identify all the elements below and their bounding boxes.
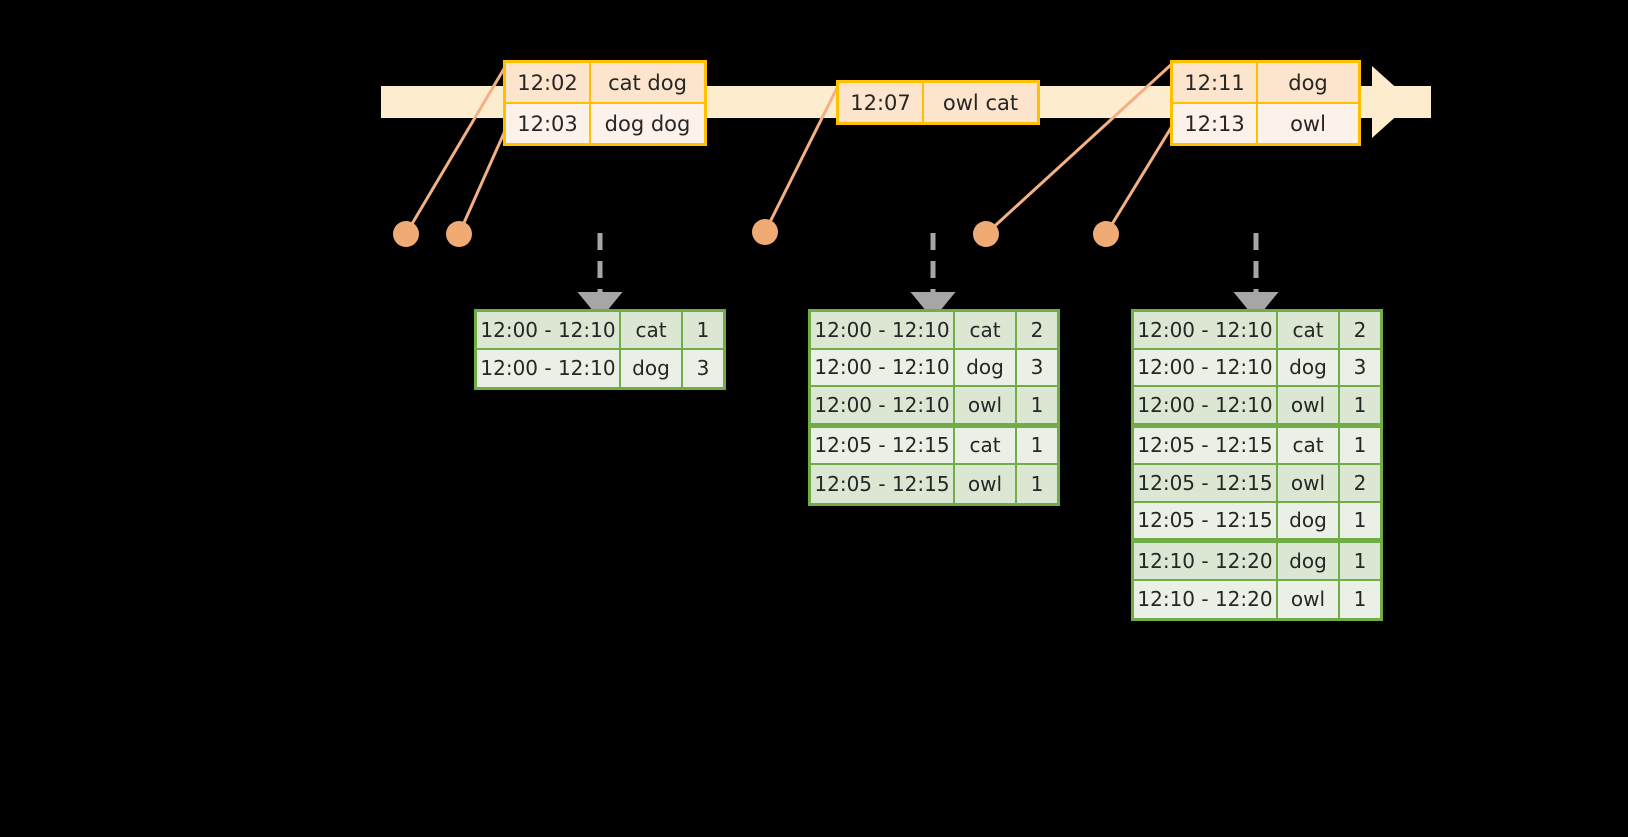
event-timestamp: 12:03 [506, 104, 591, 143]
cell-count: 2 [1340, 465, 1380, 503]
cell-key: cat [1278, 427, 1340, 465]
cell-count: 1 [1340, 580, 1380, 618]
cell-key: dog [1278, 502, 1340, 540]
cell-count: 3 [1340, 349, 1380, 387]
event-timestamp: 12:07 [839, 83, 924, 122]
cell-window: 12:00 - 12:10 [1134, 387, 1278, 425]
event-payload: owl cat [924, 83, 1037, 122]
connector-line-5 [1104, 122, 1176, 235]
cell-count: 3 [683, 349, 723, 387]
cell-count: 1 [1340, 543, 1380, 581]
event-timestamp: 12:02 [506, 63, 591, 102]
cell-count: 1 [683, 312, 723, 350]
cell-key: dog [621, 349, 683, 387]
event-payload: cat dog [591, 63, 704, 102]
cell-key: owl [955, 387, 1017, 425]
cell-window: 12:05 - 12:15 [1134, 502, 1278, 540]
cell-window: 12:00 - 12:10 [811, 312, 955, 350]
timeline-arrow-head [1372, 66, 1412, 138]
cell-key: owl [1278, 465, 1340, 503]
cell-window: 12:05 - 12:15 [811, 465, 955, 503]
event-payload: owl [1258, 104, 1358, 143]
cell-window: 12:00 - 12:10 [477, 312, 621, 350]
cell-count: 1 [1340, 427, 1380, 465]
cell-window: 12:10 - 12:20 [1134, 580, 1278, 618]
event-timestamp: 12:13 [1173, 104, 1258, 143]
cell-key: dog [1278, 349, 1340, 387]
cell-count: 1 [1017, 387, 1057, 425]
cell-key: dog [1278, 543, 1340, 581]
cell-key: dog [955, 349, 1017, 387]
connector-line-3 [763, 81, 842, 233]
cell-count: 2 [1017, 312, 1057, 350]
cell-window: 12:00 - 12:10 [477, 349, 621, 387]
cell-window: 12:05 - 12:15 [1134, 465, 1278, 503]
marker-dot-2 [446, 221, 472, 247]
cell-window: 12:00 - 12:10 [1134, 312, 1278, 350]
connector-line-2 [457, 123, 510, 235]
cell-window: 12:00 - 12:10 [811, 349, 955, 387]
cell-key: owl [1278, 387, 1340, 425]
cell-count: 1 [1340, 387, 1380, 425]
cell-key: owl [1278, 580, 1340, 618]
event-payload: dog [1258, 63, 1358, 102]
cell-window: 12:00 - 12:10 [1134, 349, 1278, 387]
cell-window: 12:00 - 12:10 [811, 387, 955, 425]
cell-count: 1 [1017, 427, 1057, 465]
cell-count: 1 [1340, 502, 1380, 540]
event-timestamp: 12:11 [1173, 63, 1258, 102]
cell-key: cat [955, 427, 1017, 465]
cell-key: cat [955, 312, 1017, 350]
cell-key: cat [621, 312, 683, 350]
marker-dot-1 [393, 221, 419, 247]
cell-window: 12:10 - 12:20 [1134, 543, 1278, 581]
marker-dot-4 [973, 221, 999, 247]
cell-count: 2 [1340, 312, 1380, 350]
cell-key: owl [955, 465, 1017, 503]
event-payload: dog dog [591, 104, 704, 143]
connector-line-1 [404, 61, 510, 235]
cell-count: 3 [1017, 349, 1057, 387]
cell-key: cat [1278, 312, 1340, 350]
marker-dot-5 [1093, 221, 1119, 247]
cell-window: 12:05 - 12:15 [811, 427, 955, 465]
cell-count: 1 [1017, 465, 1057, 503]
marker-dot-3 [752, 219, 778, 245]
cell-window: 12:05 - 12:15 [1134, 427, 1278, 465]
